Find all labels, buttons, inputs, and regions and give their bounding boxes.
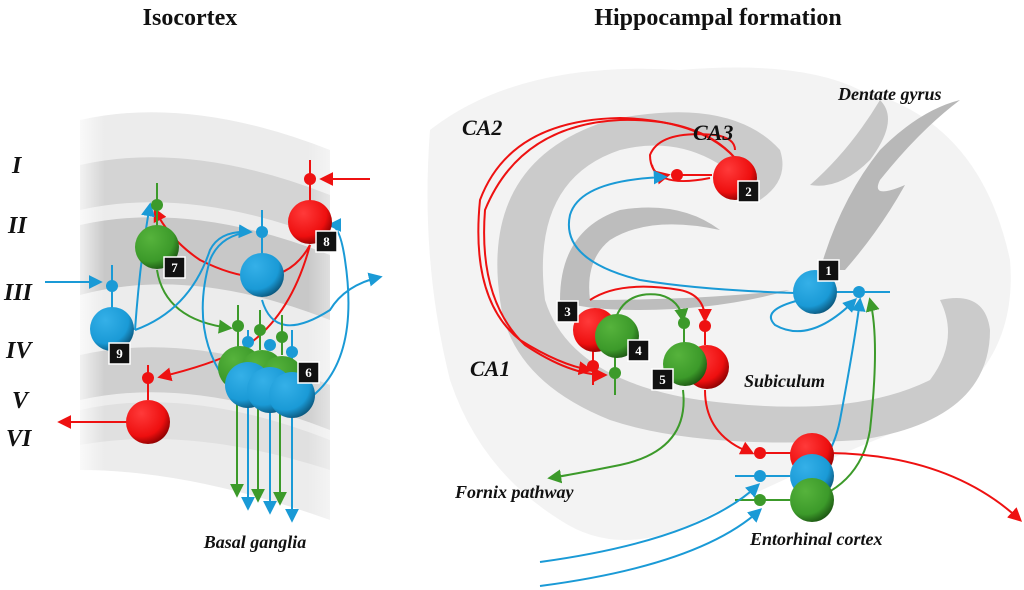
svg-text:5: 5	[659, 372, 666, 387]
fornix-pathway-label: Fornix pathway	[454, 482, 575, 502]
neuron-badge-1: 1	[817, 259, 840, 282]
svg-text:8: 8	[323, 234, 330, 249]
ca3-label: CA3	[693, 120, 733, 145]
svg-text:1: 1	[825, 263, 832, 278]
layer-label-i: I	[11, 153, 23, 179]
n6-recurrent-axon	[201, 231, 251, 381]
neuron-badge-3: 3	[556, 300, 579, 323]
isocortex-synapses	[106, 173, 316, 384]
layer-label-iv: IV	[5, 338, 33, 364]
svg-text:3: 3	[564, 304, 571, 319]
subiculum-label: Subiculum	[744, 371, 825, 391]
neuron-badge-6: 6	[297, 361, 320, 384]
entorhinal-cortex-label: Entorhinal cortex	[749, 529, 883, 549]
svg-text:7: 7	[171, 260, 178, 275]
neuron-badge-8: 8	[315, 230, 338, 253]
neuron-9[interactable]	[90, 307, 134, 351]
hippocampal-title: Hippocampal formation	[594, 5, 841, 31]
isocortex-neurons	[90, 200, 332, 444]
n7-to-n6-axon	[156, 269, 233, 334]
basal-ganglia-label: Basal ganglia	[203, 532, 307, 552]
neuron-layer6[interactable]	[126, 400, 170, 444]
ec-input-1	[539, 483, 761, 563]
layer-label-vi: VI	[6, 426, 33, 452]
svg-text:2: 2	[745, 184, 752, 199]
layer-label-v: V	[12, 388, 30, 414]
ca1-to-subiculum-green	[614, 293, 689, 323]
neuron-badge-9: 9	[108, 342, 131, 365]
neuron-iii-pyramidal[interactable]	[240, 253, 284, 297]
svg-text:4: 4	[635, 343, 642, 358]
neuron-6-cluster[interactable]	[218, 346, 315, 418]
layer-label-ii: II	[7, 213, 28, 239]
svg-text:9: 9	[116, 346, 123, 361]
n9-to-layer2-axon	[134, 202, 155, 331]
svg-text:6: 6	[305, 365, 312, 380]
ec-output-axon	[829, 452, 1023, 522]
dg-mossy-fiber	[567, 170, 796, 294]
neuron-badge-7: 7	[163, 256, 186, 279]
ca2-label: CA2	[462, 115, 502, 140]
subiculum-to-ec	[704, 389, 755, 455]
dg-local-loop	[769, 298, 857, 333]
layer-label-iii: III	[3, 280, 34, 306]
subiculum-to-fornix	[547, 389, 685, 484]
neuron-5-subiculum[interactable]	[663, 342, 707, 386]
n9-to-layer3-axon	[134, 224, 253, 331]
isocortex-title: Isocortex	[143, 5, 238, 31]
hippocampal-neurons	[573, 156, 837, 522]
dentate-gyrus-label: Dentate gyrus	[837, 84, 942, 104]
ec-input-2	[539, 508, 763, 587]
layer3-output-axon	[261, 272, 383, 327]
hippocampal-synapses	[587, 169, 865, 506]
neuron-badge-4: 4	[627, 339, 650, 362]
ca1-to-subiculum-red	[589, 285, 712, 323]
ca1-label: CA1	[470, 356, 510, 381]
neuron-ec-green[interactable]	[790, 478, 834, 522]
neuron-badge-2: 2	[737, 180, 760, 203]
neuron-badge-5: 5	[651, 368, 674, 391]
